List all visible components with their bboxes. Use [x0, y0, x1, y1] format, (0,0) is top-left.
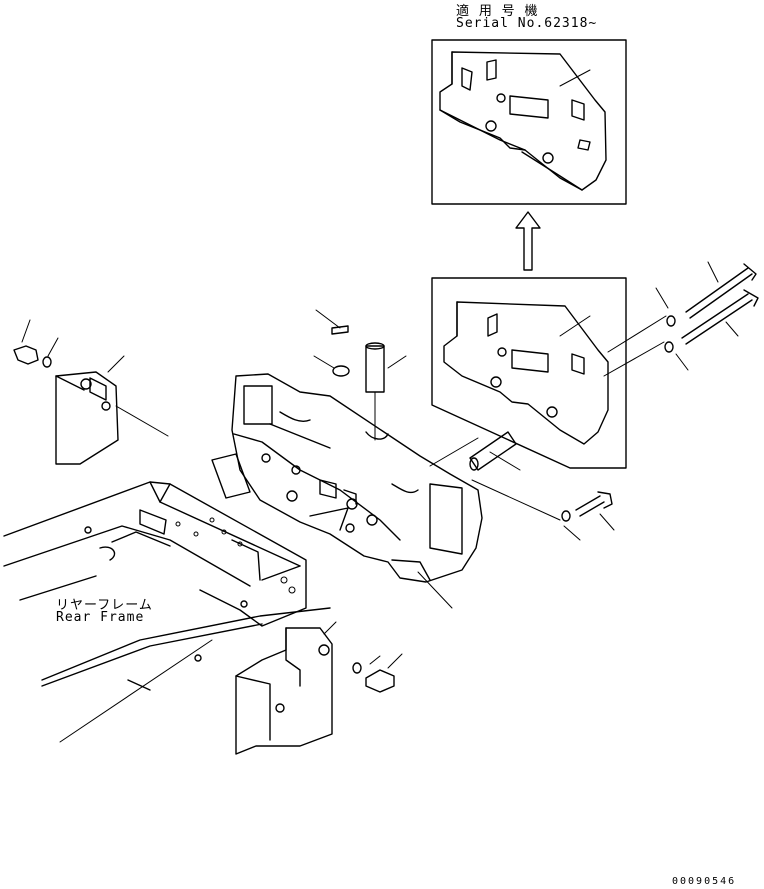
- arrow-up-icon: [515, 211, 541, 271]
- drawing-number: 00090546: [672, 876, 737, 887]
- current-variant-box: [431, 277, 627, 469]
- lower-side-block: [235, 621, 403, 755]
- spacer-pipe: [429, 431, 521, 471]
- serial-variant-box: [431, 39, 627, 205]
- main-counterweight: [211, 373, 483, 583]
- leader-line: [417, 571, 453, 609]
- left-side-block: [13, 319, 169, 465]
- applicable-model-jp-label: 適 用 号 機: [456, 4, 539, 19]
- pin-assembly: [313, 309, 407, 441]
- side-bolt: [471, 479, 615, 541]
- rear-frame-en-label: Rear Frame: [56, 610, 145, 625]
- long-bolts: [603, 261, 759, 377]
- serial-number-label: Serial No.62318~: [456, 16, 598, 31]
- rear-frame: [3, 481, 331, 743]
- rear-frame-jp-label: リヤーフレーム: [56, 598, 153, 613]
